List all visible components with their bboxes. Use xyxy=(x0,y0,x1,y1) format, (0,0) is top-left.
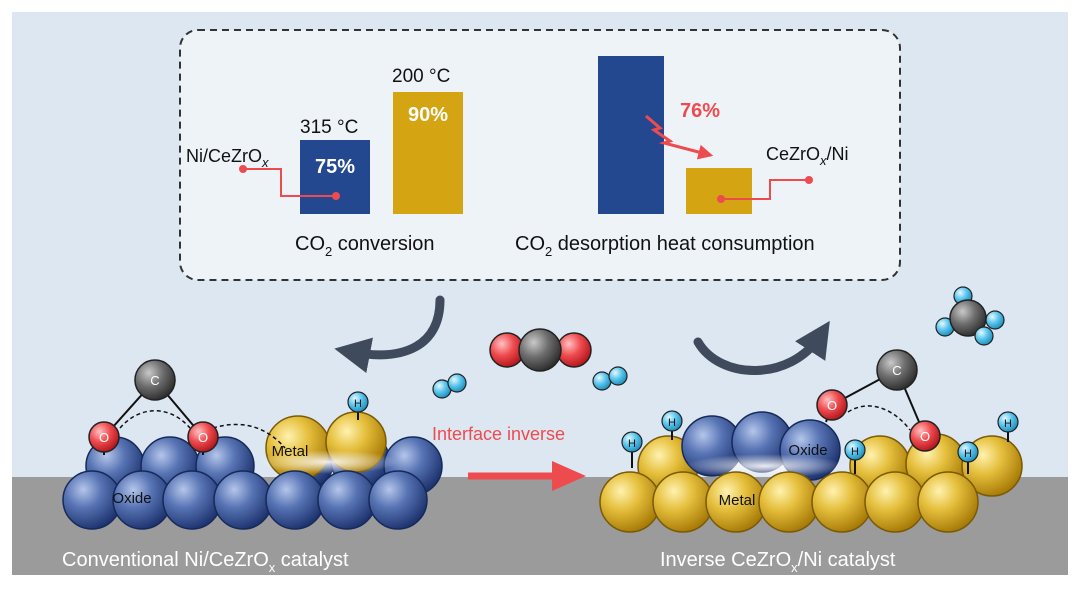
hydrogen-atom xyxy=(608,366,628,386)
h2-molecule xyxy=(432,373,467,399)
oxide-sphere xyxy=(265,470,325,530)
partial-bond xyxy=(212,423,286,449)
oxide-label: Oxide xyxy=(788,442,827,459)
bar-inverse-desorption xyxy=(686,168,752,214)
hydrogen-label: H xyxy=(354,398,362,410)
bar2-temperature: 200 °C xyxy=(392,66,450,87)
hydrogen-label: H xyxy=(851,446,859,458)
metal-sphere xyxy=(758,471,820,533)
ch4-molecule xyxy=(935,286,1005,346)
oxygen-label: O xyxy=(198,430,208,445)
flow-arrow-left xyxy=(334,295,445,374)
oxygen-label: O xyxy=(99,430,109,445)
callout-dot xyxy=(805,176,813,184)
hydrogen-atom xyxy=(985,310,1005,330)
bar-conventional-desorption xyxy=(598,56,664,214)
oxygen-label: O xyxy=(827,398,837,413)
bar2-value: 90% xyxy=(408,104,448,126)
carbon-atom xyxy=(518,328,562,372)
conventional-callout-line xyxy=(243,168,336,197)
metal-label: Metal xyxy=(719,492,756,509)
interface-inverse-arrowhead xyxy=(552,461,586,491)
conventional-caption: Conventional Ni/CeZrOx catalyst xyxy=(62,549,349,575)
oxygen-label: O xyxy=(920,429,930,444)
carbon-atom xyxy=(949,299,987,337)
desorption-axis-label: CO2 desorption heat consumption xyxy=(515,233,815,259)
bar1-value: 75% xyxy=(315,156,355,178)
hydrogen-atom xyxy=(844,439,866,461)
oxide-sphere xyxy=(162,470,222,530)
hydrogen-atom xyxy=(974,326,994,346)
partial-bond xyxy=(847,405,911,431)
oxygen-atom xyxy=(556,332,592,368)
hydrogen-atom xyxy=(957,441,979,463)
interface-glow xyxy=(685,454,845,478)
oxygen-atom xyxy=(816,389,848,421)
hydrogen-label: H xyxy=(964,448,972,460)
metal-sphere xyxy=(599,471,661,533)
flow-arrow-right xyxy=(693,320,830,375)
carbon-atom xyxy=(876,349,918,391)
inverse-catalyst: Oxide Metal H H H H H C O xyxy=(599,349,1023,533)
interface-inverse-label: Interface inverse xyxy=(432,424,565,444)
carbon-label: C xyxy=(892,363,901,378)
hydrogen-label: H xyxy=(668,417,676,429)
hydrogen-atom xyxy=(661,410,683,432)
co2-molecule xyxy=(489,328,592,372)
metal-label: Metal xyxy=(272,443,309,460)
inverse-callout-line xyxy=(721,179,809,200)
metal-sphere xyxy=(652,471,714,533)
inverse-callout: CeZrOx/Ni xyxy=(766,144,849,168)
oxygen-atom xyxy=(88,421,120,453)
oxygen-atom xyxy=(909,420,941,452)
inverse-caption: Inverse CeZrOx/Ni catalyst xyxy=(660,549,896,575)
callout-dot xyxy=(332,192,340,200)
oxide-label: Oxide xyxy=(112,490,151,507)
metal-sphere xyxy=(864,471,926,533)
results-panel-frame xyxy=(179,29,901,281)
conversion-axis-label: CO2 conversion xyxy=(295,233,435,259)
conventional-catalyst: Oxide Metal C O O H xyxy=(62,359,443,530)
reduction-value: 76% xyxy=(680,100,720,122)
metal-sphere xyxy=(811,471,873,533)
oxygen-atom xyxy=(187,421,219,453)
callout-dot xyxy=(239,165,247,173)
hydrogen-atom xyxy=(997,411,1019,433)
conventional-callout: Ni/CeZrOx xyxy=(186,146,269,170)
hydrogen-atom xyxy=(592,371,612,391)
partial-bond xyxy=(119,410,191,429)
oxide-sphere xyxy=(368,470,428,530)
hydrogen-label: H xyxy=(628,438,636,450)
carbon-atom xyxy=(134,359,176,401)
interface-glow xyxy=(258,450,398,474)
reduction-zigzag-arrow xyxy=(645,114,714,160)
hydrogen-atom xyxy=(447,373,467,393)
hydrogen-label: H xyxy=(1004,418,1012,430)
bar-conventional-conversion xyxy=(300,140,370,214)
oxide-sphere xyxy=(317,470,377,530)
bar-inverse-conversion xyxy=(393,92,463,214)
carbon-label: C xyxy=(150,373,159,388)
hydrogen-atom xyxy=(621,431,643,453)
metal-sphere xyxy=(917,471,979,533)
oxide-sphere xyxy=(213,470,273,530)
results-panel: 315 °C 200 °C 75% 90% Ni/CeZrOx CO2 conv… xyxy=(179,29,901,281)
hydrogen-atom xyxy=(347,391,369,413)
h2-molecule xyxy=(592,366,628,391)
bar1-temperature: 315 °C xyxy=(300,117,358,138)
callout-dot xyxy=(717,195,725,203)
